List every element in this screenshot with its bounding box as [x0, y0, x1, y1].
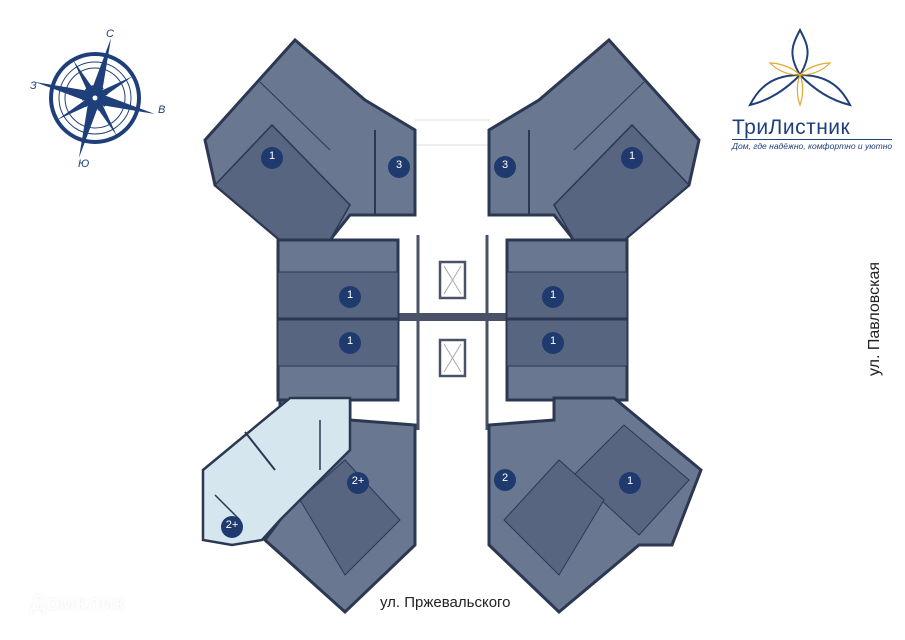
badge-circle: [621, 147, 643, 169]
apartment-badge[interactable]: 2+: [347, 472, 369, 494]
watermark: Домклик: [30, 590, 126, 615]
apartment-badge[interactable]: 3: [494, 156, 516, 178]
badge-circle: [542, 286, 564, 308]
wing-north-east: [487, 37, 701, 242]
badge-rooms: 1: [550, 335, 556, 347]
apartment-badge[interactable]: 2+: [221, 516, 243, 538]
trilistnik-logo-icon: [748, 27, 852, 107]
badge-rooms: 1: [347, 289, 353, 301]
badge-circle: [339, 286, 361, 308]
apartment-badge[interactable]: 3: [388, 156, 410, 178]
badge-rooms: 2+: [352, 475, 365, 487]
compass-east: В: [158, 104, 166, 116]
apartment-badge[interactable]: 1: [261, 147, 283, 169]
badge-rooms: 1: [347, 335, 353, 347]
badge-circle: [619, 472, 641, 494]
apartment-badges: 1 3 3 1 1 1 1 1 2+ 2+ 2 1: [221, 147, 643, 538]
badge-circle: [261, 147, 283, 169]
badge-circle: [494, 469, 516, 491]
apartment-badge[interactable]: 1: [339, 332, 361, 354]
apartment-badge[interactable]: 1: [621, 147, 643, 169]
compass-west: З: [30, 80, 37, 92]
badge-circle: [542, 332, 564, 354]
badge-rooms: 1: [629, 150, 635, 162]
stairwell-lower: [438, 338, 467, 378]
apartment-badge[interactable]: 1: [542, 286, 564, 308]
apartment-highlighted[interactable]: [201, 396, 352, 547]
badge-rooms: 1: [550, 289, 556, 301]
compass-south: Ю: [78, 158, 90, 170]
apartment-badge[interactable]: 2: [494, 469, 516, 491]
badge-circle: [494, 156, 516, 178]
wing-south-west: [201, 396, 417, 615]
block-east: [505, 238, 629, 402]
badge-circle: [388, 156, 410, 178]
street-label-right: ул. Павловская: [866, 261, 883, 377]
stairwell-upper: [438, 260, 467, 300]
compass-north: С: [106, 28, 114, 40]
badge-rooms: 2: [502, 472, 508, 484]
badge-circle: [339, 332, 361, 354]
badge-rooms: 3: [502, 159, 508, 171]
badge-rooms: 3: [396, 159, 402, 171]
wing-south-east: [487, 396, 703, 615]
wing-north-west: [203, 37, 417, 242]
logo-name: ТриЛистник: [732, 116, 851, 139]
badge-rooms: 1: [269, 150, 275, 162]
street-label-bottom: ул. Пржевальского: [380, 594, 511, 611]
badge-circle: [347, 472, 369, 494]
apartment-badge[interactable]: 1: [619, 472, 641, 494]
logo-tagline: Дом, где надёжно, комфортно и уютно: [732, 139, 893, 151]
badge-circle: [221, 516, 243, 538]
apartment-badge[interactable]: 1: [339, 286, 361, 308]
block-west: [276, 238, 400, 402]
apartment-badge[interactable]: 1: [542, 332, 564, 354]
badge-rooms: 1: [627, 475, 633, 487]
compass-rose-icon: [35, 38, 155, 158]
badge-rooms: 2+: [226, 519, 239, 531]
